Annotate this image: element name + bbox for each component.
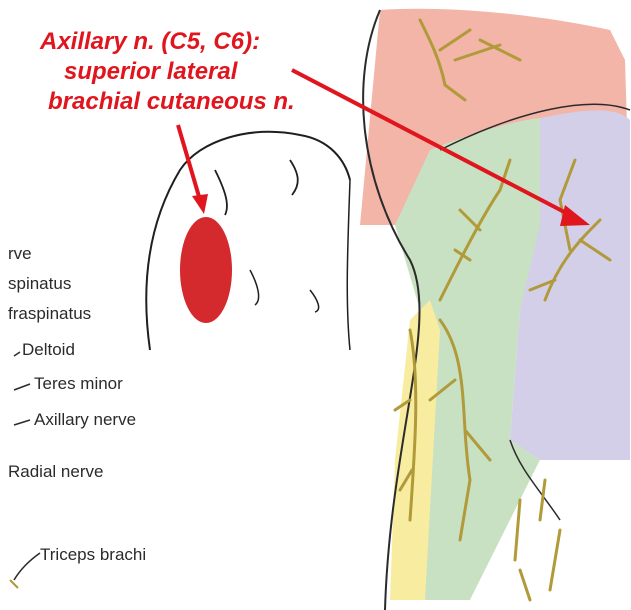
title-line-3: brachial cutaneous n. bbox=[48, 88, 295, 116]
torso-right-edge bbox=[347, 180, 350, 350]
cutaneous-area-spot bbox=[180, 217, 232, 323]
title-line-1: Axillary n. (C5, C6): bbox=[40, 28, 260, 56]
shoulder-blade-right bbox=[310, 290, 319, 312]
label-radial-nerve: Radial nerve bbox=[8, 462, 103, 482]
torso-outline bbox=[146, 132, 350, 350]
label-deltoid: Deltoid bbox=[22, 340, 75, 360]
arrow-to-spot bbox=[178, 125, 208, 214]
neck-curve-right bbox=[290, 160, 298, 195]
neck-curve-left bbox=[215, 170, 227, 215]
label-rve: rve bbox=[8, 244, 32, 264]
shoulder-blade-left bbox=[250, 270, 259, 305]
label-triceps-brachi: Triceps brachi bbox=[40, 545, 146, 565]
label-teres-minor: Teres minor bbox=[34, 374, 123, 394]
label-axillary-nerve: Axillary nerve bbox=[34, 410, 136, 430]
title-line-2: superior lateral bbox=[64, 58, 237, 86]
label-spinatus: spinatus bbox=[8, 274, 71, 294]
label-fraspinatus: fraspinatus bbox=[8, 304, 91, 324]
corner-fragment bbox=[10, 580, 18, 588]
